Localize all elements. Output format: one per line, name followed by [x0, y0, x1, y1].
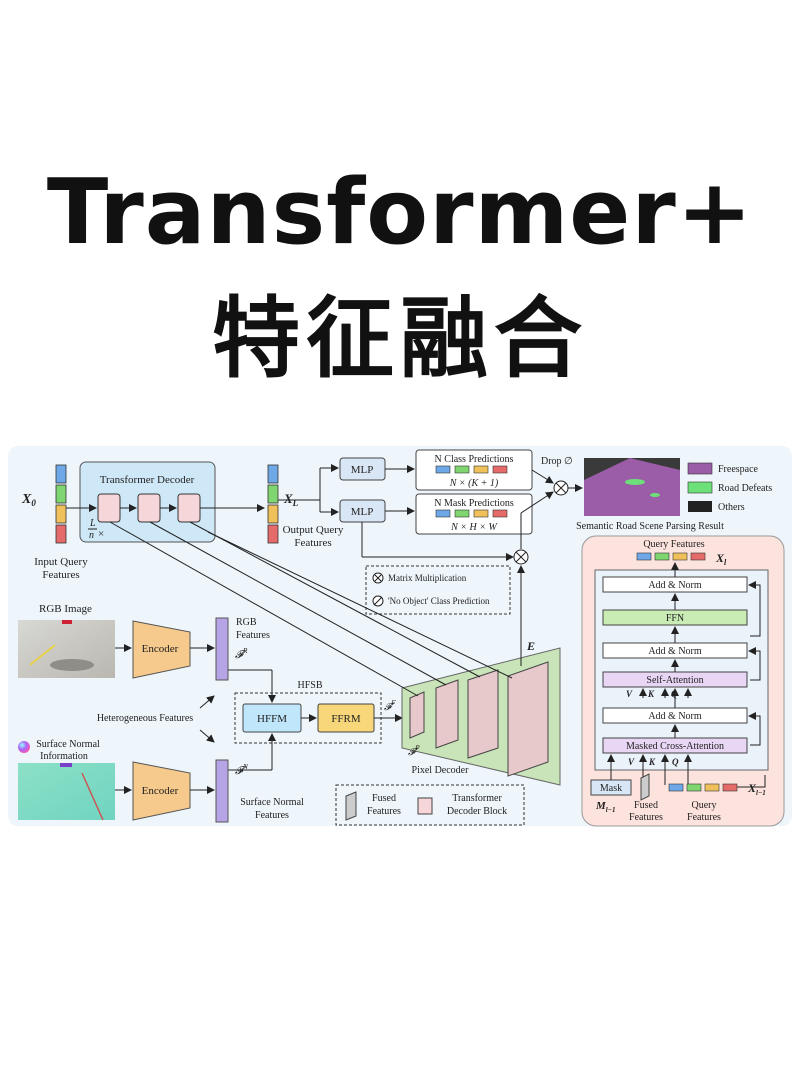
rgb-feature-map [215, 617, 229, 681]
add-norm-label-3: Add & Norm [648, 711, 702, 722]
encoder-rgb [132, 620, 191, 679]
normal-feature-map [215, 759, 229, 823]
fp-label: 𝓕P [408, 744, 420, 758]
k-label-bottom: K [648, 757, 656, 767]
mlp-label-1: MLP [351, 464, 374, 476]
surface-normal-features-1: Surface Normal [240, 797, 304, 808]
fused-features-label-2: Features [367, 806, 401, 817]
semantic-result-image [584, 458, 680, 516]
ff-label: 𝓕F [384, 699, 396, 713]
decoder-layer-box [594, 569, 769, 771]
class-predictions-dim: N × (K + 1) [449, 478, 499, 489]
encoder-normal [132, 761, 191, 821]
hfsb-label: HFSB [297, 680, 322, 691]
rgb-image-label: RGB Image [39, 603, 92, 615]
mask-label: Mask [600, 783, 622, 794]
output-query-stack [267, 464, 279, 544]
query-top-tokens [636, 552, 706, 561]
output-query-label-1: Output Query [283, 524, 344, 536]
no-object-label: 'No Object' Class Prediction [388, 596, 490, 606]
pixel-decoder-level-2 [435, 679, 459, 749]
decoder-block-legend-icon [417, 797, 433, 815]
hfm-label: HFFM [257, 713, 287, 725]
v-label-bottom: V [628, 757, 635, 767]
fused-features-bottom-2: Features [629, 812, 663, 823]
input-query-label-2: Features [42, 569, 79, 581]
xl-label: XL [283, 491, 299, 508]
ln-bottom: n [89, 530, 94, 541]
k-label-top: K [647, 689, 655, 699]
block-legend-box [335, 784, 525, 826]
decoder-block-legend-1: Transformer [452, 793, 502, 804]
rgb-features-label-2: Features [236, 630, 270, 641]
fused-features-icon [345, 791, 357, 821]
xl-right-label: Xl [715, 551, 727, 567]
masked-cross-attention-label: Masked Cross-Attention [626, 741, 724, 752]
decoder-block-legend-2: Decoder Block [447, 806, 507, 817]
mlp-label-2: MLP [351, 506, 374, 518]
fused-features-bottom-1: Fused [634, 800, 658, 811]
rgb-features-label-1: RGB [236, 617, 257, 628]
q-label-bottom: Q [672, 757, 679, 767]
architecture-diagram: X0 Input Query Features Transformer Deco… [8, 446, 792, 827]
heterogeneous-label: Heterogeneous Features [97, 713, 193, 724]
output-query-label-2: Features [294, 537, 331, 549]
pixel-decoder-label: Pixel Decoder [412, 765, 470, 776]
surface-normal-info-1: Surface Normal [36, 739, 100, 750]
surface-normal-ball-icon [18, 741, 30, 753]
pixel-decoder-level-3 [467, 669, 499, 759]
decoder-block-1 [97, 493, 121, 523]
decoder-block-3 [177, 493, 201, 523]
ffrm-label: FFRM [331, 713, 361, 725]
page-title-line2: 特征融合 [211, 287, 588, 390]
input-query-label-1: Input Query [34, 556, 88, 568]
decoder-block-2 [137, 493, 161, 523]
surface-normal-image [18, 763, 115, 821]
v-label-top: V [626, 689, 633, 699]
class-predictions-title: N Class Predictions [435, 454, 514, 465]
rgb-image [18, 620, 115, 678]
fused-features-label-1: Fused [372, 793, 396, 804]
add-norm-label-1: Add & Norm [648, 580, 702, 591]
input-query-stack [55, 464, 67, 544]
query-features-top-label: Query Features [643, 539, 704, 550]
ffn-label: FFN [666, 613, 684, 624]
ln-top: L [89, 518, 96, 529]
legend-road-defects: Road Defeats [718, 483, 772, 494]
self-attention-label: Self-Attention [646, 675, 703, 686]
mask-predictions-dim: N × H × W [450, 522, 498, 533]
matrix-mult-label: Matrix Multiplication [388, 573, 467, 583]
operator-legend-box [365, 565, 511, 615]
encoder-normal-label: Encoder [142, 785, 179, 797]
x0-label: X0 [21, 492, 36, 508]
query-features-bottom-1: Query [692, 800, 717, 811]
pixel-decoder-level-1 [409, 691, 425, 739]
legend-freespace-swatch [687, 462, 713, 475]
xl1-label: Xl−1 [747, 781, 766, 797]
legend-freespace: Freespace [718, 464, 759, 475]
q-label-top: Q [671, 689, 678, 699]
class-pred-tokens [435, 465, 508, 474]
e-label: E [526, 639, 535, 653]
mask-predictions-title: N Mask Predictions [434, 498, 514, 509]
drop-label: Drop ∅ [541, 456, 573, 467]
legend-others: Others [718, 502, 745, 513]
m-label: Ml−1 [595, 800, 615, 814]
ln-times: × [98, 528, 104, 540]
mask-pred-tokens [435, 509, 508, 518]
encoder-rgb-label: Encoder [142, 643, 179, 655]
pixel-decoder-level-4 [507, 661, 549, 777]
fused-features-bottom-icon [640, 773, 650, 801]
surface-normal-info-2: Information [40, 751, 88, 762]
transformer-decoder-label: Transformer Decoder [100, 474, 195, 486]
add-norm-label-2: Add & Norm [648, 646, 702, 657]
semantic-result-label: Semantic Road Scene Parsing Result [576, 521, 724, 532]
legend-others-swatch [688, 501, 712, 512]
query-features-bottom-2: Features [687, 812, 721, 823]
legend-road-defects-swatch [687, 481, 713, 494]
page-title-line1: Transformer+ [46, 160, 754, 265]
surface-normal-features-2: Features [255, 810, 289, 821]
